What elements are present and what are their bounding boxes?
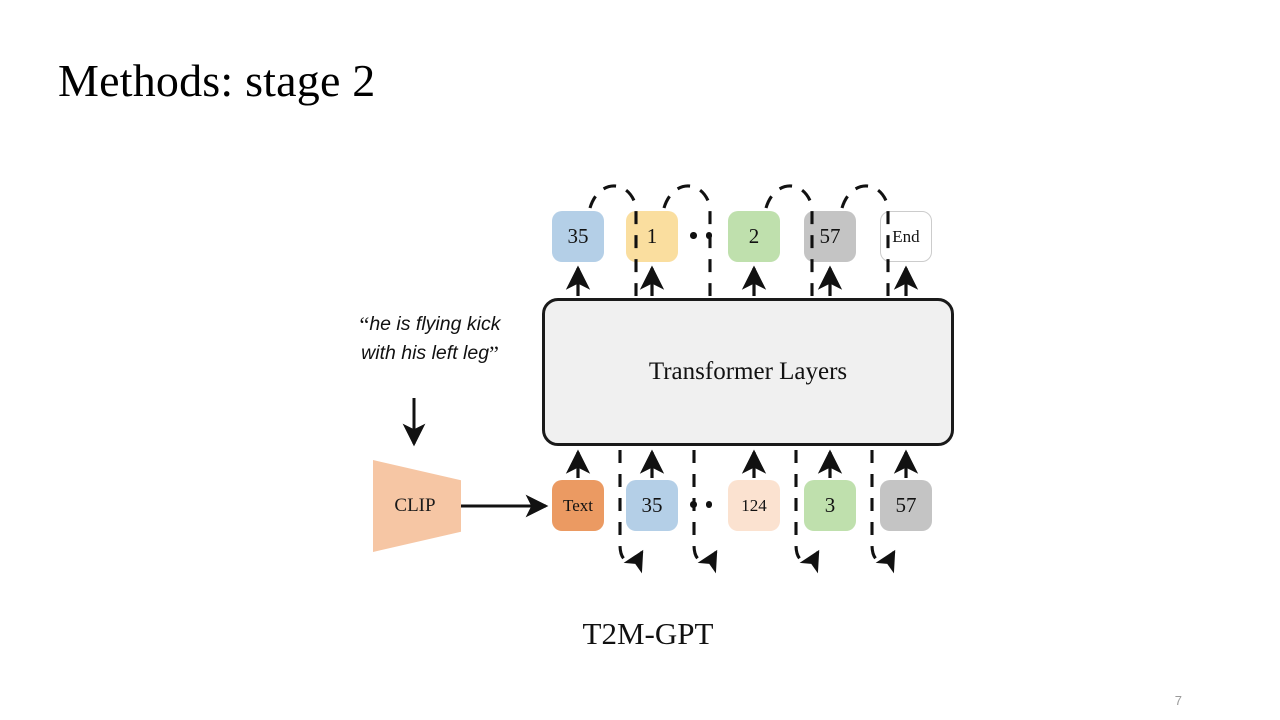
ellipsis-dot [705, 501, 712, 508]
output-token-end: End [880, 211, 932, 262]
transformer-layers-block: Transformer Layers [542, 298, 954, 446]
input-to-transformer-arrows [565, 449, 919, 478]
open-quote-glyph: “ [359, 312, 370, 337]
transformer-layers-label: Transformer Layers [648, 358, 848, 385]
output-token-ellipsis [690, 232, 712, 239]
input-token-3: 3 [804, 480, 856, 531]
page-number: 7 [1174, 693, 1182, 708]
output-token-1: 1 [626, 211, 678, 262]
prompt-line-2: with his left leg [361, 342, 490, 364]
output-token-57: 57 [804, 211, 856, 262]
input-token-35: 35 [626, 480, 678, 531]
prompt-line-1: he is flying kick [369, 313, 501, 335]
page-title: Methods: stage 2 [58, 55, 376, 106]
clip-label: CLIP [394, 495, 436, 516]
output-token-35: 35 [552, 211, 604, 262]
output-token-2: 2 [728, 211, 780, 262]
prompt-caption: “he is flying kick with his left leg” [330, 310, 530, 368]
close-quote-glyph: ” [489, 341, 499, 366]
input-token-124: 124 [728, 480, 780, 531]
ellipsis-dot [705, 232, 712, 239]
input-token-57: 57 [880, 480, 932, 531]
clip-encoder: CLIP [373, 460, 461, 552]
diagram-caption: T2M-GPT [582, 616, 714, 651]
input-token-text: Text [552, 480, 604, 531]
input-token-ellipsis [690, 501, 712, 508]
transformer-to-output-arrows [565, 265, 919, 296]
ellipsis-dot [690, 501, 697, 508]
ellipsis-dot [690, 232, 697, 239]
